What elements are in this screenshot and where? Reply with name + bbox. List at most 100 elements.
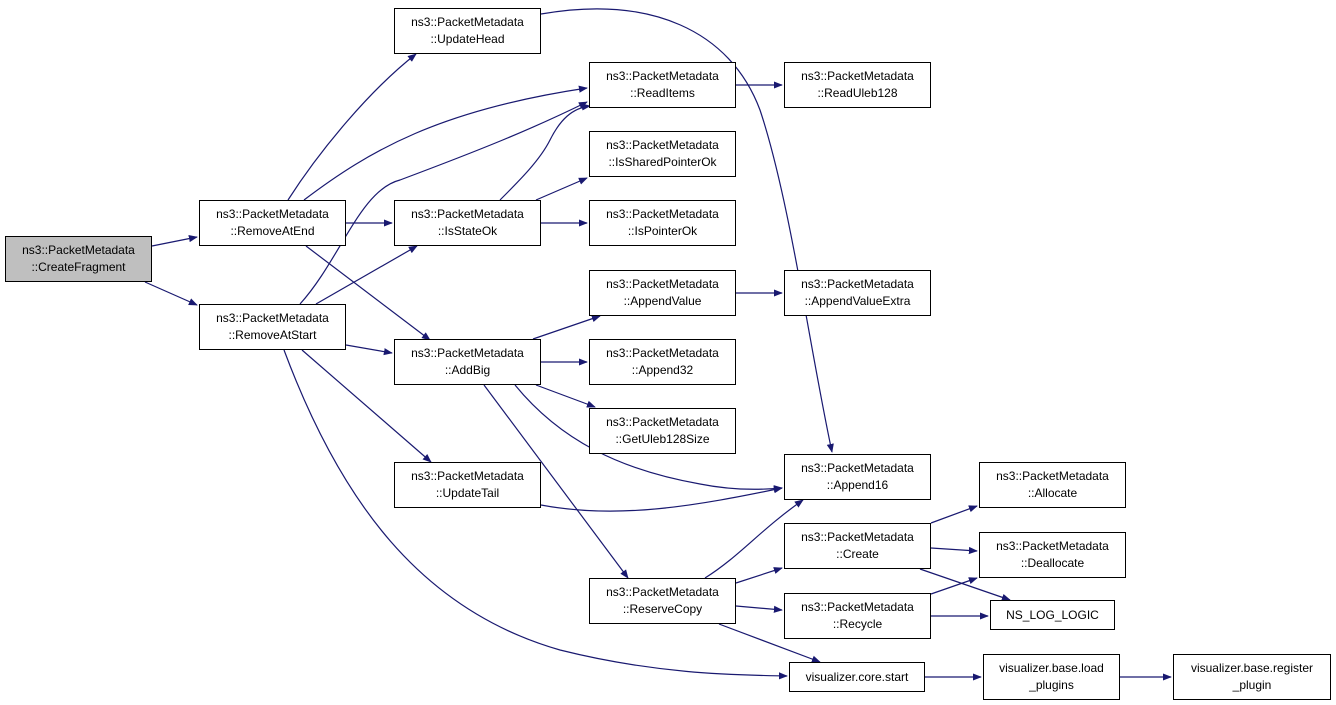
node-function-label: ::IsStateOk xyxy=(437,224,498,238)
edge-update-tail-to-append16 xyxy=(540,486,783,512)
node-macro-label: NS_LOG_LOGIC xyxy=(1006,607,1099,622)
node-function-label: ::Create xyxy=(836,547,879,561)
node-function-label: ::Deallocate xyxy=(1020,556,1085,570)
node-get-uleb128-size[interactable]: ns3::PacketMetadata ::GetUleb128Size xyxy=(589,408,736,454)
node-namespace-label: ns3::PacketMetadata xyxy=(801,69,914,83)
node-function-label: ::UpdateHead xyxy=(430,32,505,46)
node-read-uleb128[interactable]: ns3::PacketMetadata ::ReadUleb128 xyxy=(784,62,931,108)
node-function-label: ::IsPointerOk xyxy=(627,224,698,238)
node-namespace-label: ns3::PacketMetadata xyxy=(411,207,524,221)
edge-reserve-copy-to-append16 xyxy=(704,499,804,579)
edge-remove-at-start-to-is-state-ok xyxy=(315,245,418,305)
edge-add-big-to-reserve-copy xyxy=(483,384,629,579)
node-function-label: ::Append32 xyxy=(631,363,694,377)
node-create-fragment: ns3::PacketMetadata ::CreateFragment xyxy=(5,236,152,282)
node-function-label-continued: _plugin xyxy=(1232,678,1272,692)
node-function-label: ::Allocate xyxy=(1027,486,1078,500)
node-function-label-continued: _plugins xyxy=(1029,678,1074,692)
edge-remove-at-start-to-update-tail xyxy=(301,349,432,463)
node-namespace-label: ns3::PacketMetadata xyxy=(606,277,719,291)
node-function-label: ::ReserveCopy xyxy=(622,602,703,616)
node-namespace-label: ns3::PacketMetadata xyxy=(216,311,329,325)
node-namespace-label: ns3::PacketMetadata xyxy=(996,469,1109,483)
node-function-label: ::Recycle xyxy=(832,617,883,631)
node-create[interactable]: ns3::PacketMetadata ::Create xyxy=(784,523,931,569)
node-is-pointer-ok[interactable]: ns3::PacketMetadata ::IsPointerOk xyxy=(589,200,736,246)
edge-add-big-to-append16 xyxy=(514,384,783,493)
edge-remove-at-end-to-update-head xyxy=(287,53,417,201)
node-function-label: ::Append16 xyxy=(826,478,889,492)
node-append-value-extra[interactable]: ns3::PacketMetadata ::AppendValueExtra xyxy=(784,270,931,316)
node-namespace-label: ns3::PacketMetadata xyxy=(801,277,914,291)
node-remove-at-end[interactable]: ns3::PacketMetadata ::RemoveAtEnd xyxy=(199,200,346,246)
node-function-label: ::UpdateTail xyxy=(435,486,500,500)
node-allocate[interactable]: ns3::PacketMetadata ::Allocate xyxy=(979,462,1126,508)
node-function-label: ::GetUleb128Size xyxy=(615,432,710,446)
node-function-label: ::AppendValue xyxy=(623,294,702,308)
node-visualizer-load-plugins[interactable]: visualizer.base.load _plugins xyxy=(983,654,1120,700)
node-function-label: visualizer.core.start xyxy=(805,669,909,684)
node-update-tail[interactable]: ns3::PacketMetadata ::UpdateTail xyxy=(394,462,541,508)
edge-create-to-deallocate xyxy=(930,546,978,555)
edge-remove-at-end-to-read-items xyxy=(303,85,588,201)
node-read-items[interactable]: ns3::PacketMetadata ::ReadItems xyxy=(589,62,736,108)
node-ns-log-logic[interactable]: NS_LOG_LOGIC xyxy=(990,600,1115,630)
node-is-state-ok[interactable]: ns3::PacketMetadata ::IsStateOk xyxy=(394,200,541,246)
node-namespace-label: ns3::PacketMetadata xyxy=(606,138,719,152)
node-function-label: ::CreateFragment xyxy=(31,260,126,274)
edge-add-big-to-append-value xyxy=(532,315,601,340)
edge-remove-at-start-to-add-big xyxy=(345,344,393,356)
node-namespace-label: ns3::PacketMetadata xyxy=(801,461,914,475)
edge-is-state-ok-to-is-shared-pointer-ok xyxy=(535,177,588,201)
edge-recycle-to-deallocate xyxy=(930,577,978,595)
node-function-label: ::AddBig xyxy=(444,363,491,377)
node-deallocate[interactable]: ns3::PacketMetadata ::Deallocate xyxy=(979,532,1126,578)
node-function-label: ::RemoveAtStart xyxy=(228,328,317,342)
edge-reserve-copy-to-visualizer-core-start xyxy=(718,623,821,663)
node-function-label: ::ReadUleb128 xyxy=(817,86,898,100)
edge-create-fragment-to-remove-at-end xyxy=(151,235,198,247)
node-namespace-label: ns3::PacketMetadata xyxy=(606,415,719,429)
node-update-head[interactable]: ns3::PacketMetadata ::UpdateHead xyxy=(394,8,541,54)
node-add-big[interactable]: ns3::PacketMetadata ::AddBig xyxy=(394,339,541,385)
node-namespace-label: ns3::PacketMetadata xyxy=(996,539,1109,553)
node-namespace-label: ns3::PacketMetadata xyxy=(216,207,329,221)
node-function-label: ::RemoveAtEnd xyxy=(230,224,315,238)
node-visualizer-register-plugin[interactable]: visualizer.base.register _plugin xyxy=(1173,654,1331,700)
node-namespace-label: ns3::PacketMetadata xyxy=(411,469,524,483)
edge-remove-at-end-to-add-big xyxy=(305,245,431,341)
node-namespace-label: ns3::PacketMetadata xyxy=(801,530,914,544)
edge-add-big-to-get-uleb128-size xyxy=(535,384,596,408)
node-namespace-label: ns3::PacketMetadata xyxy=(801,600,914,614)
edge-reserve-copy-to-recycle xyxy=(735,605,783,613)
node-append16[interactable]: ns3::PacketMetadata ::Append16 xyxy=(784,454,931,500)
node-function-label: visualizer.base.register xyxy=(1190,661,1314,675)
node-append-value[interactable]: ns3::PacketMetadata ::AppendValue xyxy=(589,270,736,316)
node-function-label: ::ReadItems xyxy=(630,86,695,100)
node-append32[interactable]: ns3::PacketMetadata ::Append32 xyxy=(589,339,736,385)
edge-update-head-to-append16 xyxy=(540,8,834,453)
node-namespace-label: ns3::PacketMetadata xyxy=(22,243,135,257)
node-function-label: ::IsSharedPointerOk xyxy=(608,155,717,169)
node-namespace-label: ns3::PacketMetadata xyxy=(606,585,719,599)
node-is-shared-pointer-ok[interactable]: ns3::PacketMetadata ::IsSharedPointerOk xyxy=(589,131,736,177)
node-namespace-label: ns3::PacketMetadata xyxy=(411,346,524,360)
edge-remove-at-start-to-visualizer-core-start xyxy=(283,349,788,680)
node-namespace-label: ns3::PacketMetadata xyxy=(606,207,719,221)
edge-create-fragment-to-remove-at-start xyxy=(144,281,198,306)
edge-create-to-allocate xyxy=(930,505,978,524)
node-visualizer-core-start[interactable]: visualizer.core.start xyxy=(789,662,925,692)
node-function-label: ::AppendValueExtra xyxy=(804,294,911,308)
edge-create-to-ns-log-logic xyxy=(919,568,1011,601)
edge-is-state-ok-to-read-items xyxy=(499,103,591,201)
node-recycle[interactable]: ns3::PacketMetadata ::Recycle xyxy=(784,593,931,639)
node-reserve-copy[interactable]: ns3::PacketMetadata ::ReserveCopy xyxy=(589,578,736,624)
node-namespace-label: ns3::PacketMetadata xyxy=(606,346,719,360)
node-namespace-label: ns3::PacketMetadata xyxy=(411,15,524,29)
node-namespace-label: ns3::PacketMetadata xyxy=(606,69,719,83)
node-remove-at-start[interactable]: ns3::PacketMetadata ::RemoveAtStart xyxy=(199,304,346,350)
edge-reserve-copy-to-create xyxy=(735,567,783,584)
edge-remove-at-start-to-read-items xyxy=(299,101,588,305)
node-function-label: visualizer.base.load xyxy=(999,661,1104,675)
